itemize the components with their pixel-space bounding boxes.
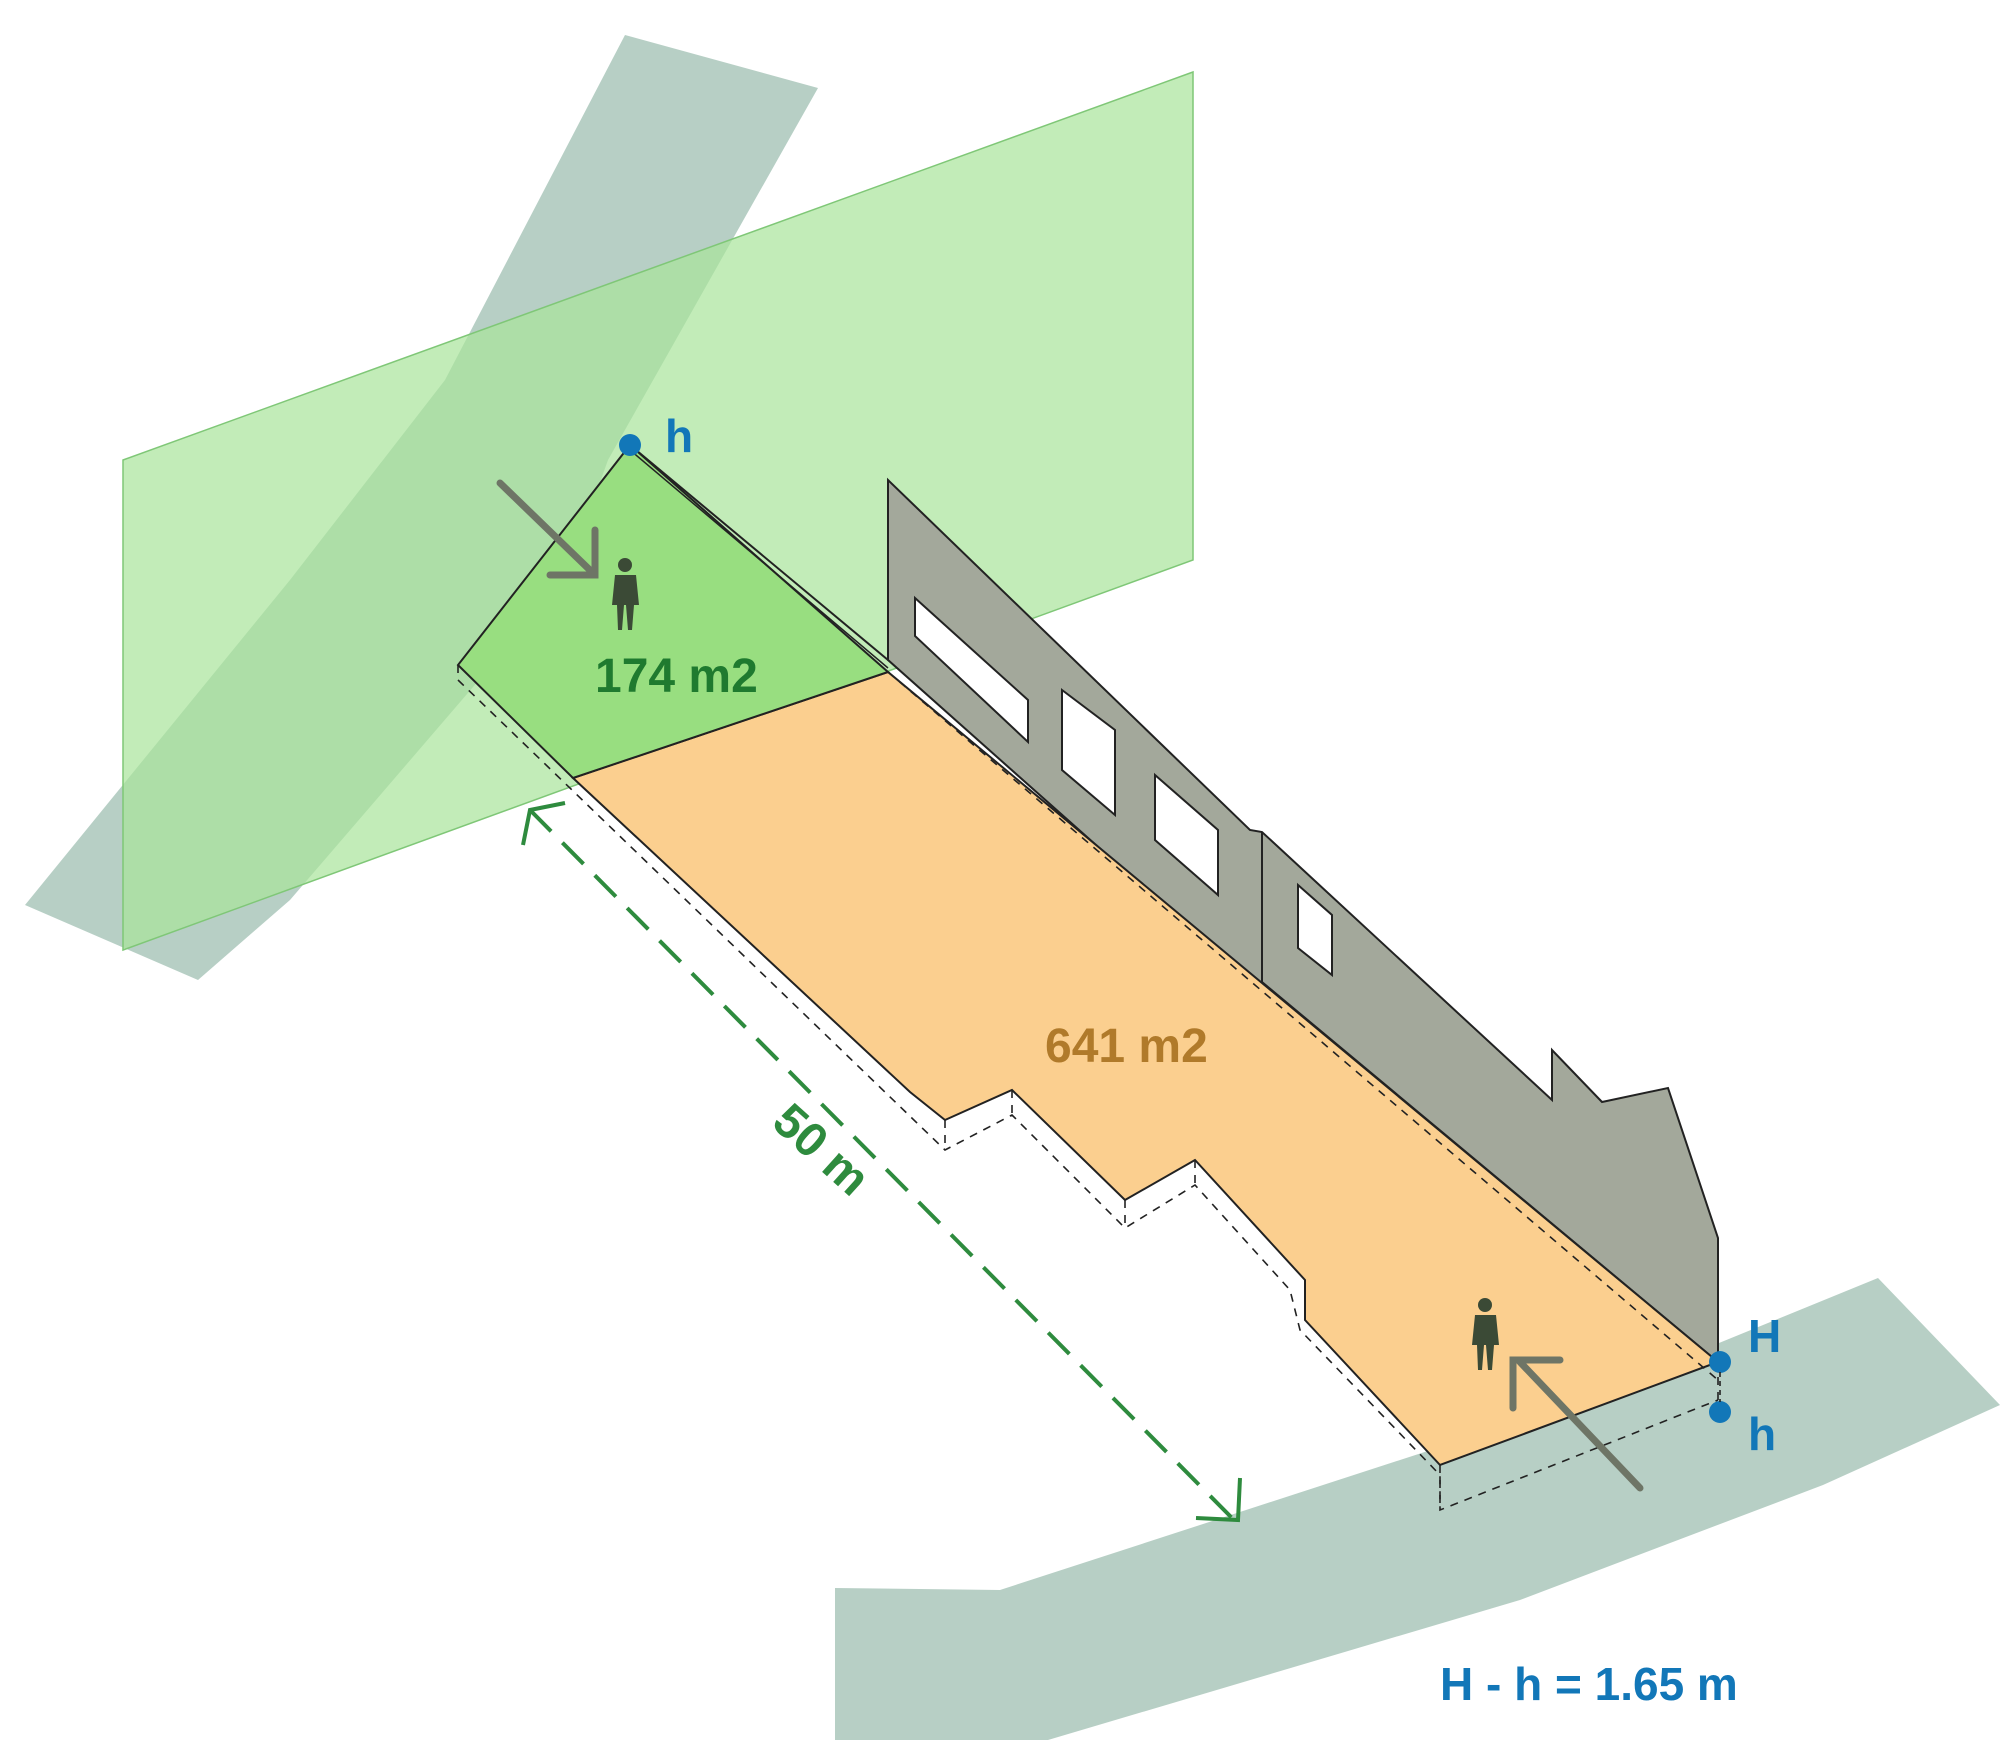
point-label-H: H [1748,1310,1781,1362]
arrow-icon [496,479,599,579]
upper-area-label: 174 m2 [595,650,758,703]
length-label: 50 m [763,1094,880,1207]
height-difference-label: H - h = 1.65 m [1440,1658,1738,1710]
point-marker-icon [1709,1401,1731,1423]
arrow-icon [1509,1356,1644,1492]
roof-ridge-line-2 [629,449,889,669]
upper-area [456,443,890,780]
wall-window-3 [1154,772,1219,898]
person-icon [1472,1298,1499,1370]
point-label-top: h [665,410,693,462]
lower-area [571,670,1720,1467]
roof-ridge-line [629,444,889,661]
lower-area-label: 641 m2 [1045,1020,1208,1073]
point-marker-icon [1709,1351,1731,1373]
wall-window-4 [1297,882,1333,978]
lower-street [835,1278,2000,1740]
projection-lines [457,665,1719,1512]
point-marker-icon [619,434,641,456]
point-label-bottom: h [1748,1408,1776,1460]
wall-window-2 [1061,687,1116,818]
dimension-line [521,801,1242,1523]
wall-window-1 [914,595,1029,745]
person-icon [612,558,639,630]
